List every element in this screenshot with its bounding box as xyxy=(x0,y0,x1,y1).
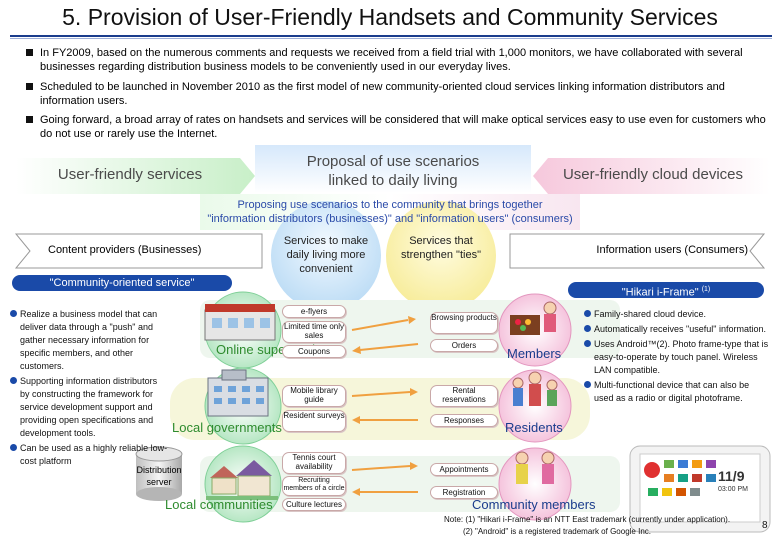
banner-center-line: Proposal of use scenarios xyxy=(306,153,480,170)
list-item: Automatically receives "useful" informat… xyxy=(584,323,770,336)
bullet-item: Going forward, a broad array of rates on… xyxy=(22,113,780,141)
list-item-text: Realize a business model that can delive… xyxy=(20,309,158,371)
banner-right-arrow xyxy=(533,158,770,194)
page-number: 8 xyxy=(762,520,768,531)
hikari-tag-text: "Hikari i-Frame" xyxy=(621,286,699,299)
bullet-dot xyxy=(584,340,591,347)
bullet-marker xyxy=(26,49,33,56)
bullet-dot xyxy=(10,444,17,451)
list-item: Can be used as a highly reliable low-cos… xyxy=(10,442,168,468)
list-item: Family-shared cloud device. xyxy=(584,308,770,321)
list-item-text: Family-shared cloud device. xyxy=(594,309,707,319)
device-clock-date: 11/9 xyxy=(718,468,745,484)
service-pill: Recruiting members of a circle xyxy=(282,476,346,496)
list-item: Supporting information distributors by c… xyxy=(10,375,168,440)
bullet-text: Going forward, a broad array of rates on… xyxy=(40,114,766,140)
footnote: (2) "Android" is a registered trademark … xyxy=(463,527,651,536)
reply-pill: Registration xyxy=(430,486,498,499)
circle-ties xyxy=(386,201,496,311)
service-pill: Resident surveys xyxy=(282,410,346,432)
provider-label-local-communities: Local communities xyxy=(165,497,273,512)
distribution-server-icon xyxy=(135,446,183,501)
proposing-line: "information distributors (businesses)" … xyxy=(207,213,573,225)
bullet-text: Scheduled to be launched in November 201… xyxy=(40,81,725,107)
circle-ties-label: Services that strengthen "ties" xyxy=(401,235,481,261)
service-pill: Mobile library guide xyxy=(282,385,346,407)
left-feature-list: Realize a business model that can delive… xyxy=(10,308,168,470)
supermarket-icon xyxy=(204,304,276,341)
proposal-band xyxy=(200,194,580,230)
distribution-server-label: Distribution server xyxy=(136,465,182,487)
community-houses-icon xyxy=(206,460,278,500)
hikari-iframe-device-icon xyxy=(629,445,771,533)
users-bar xyxy=(509,233,766,269)
consumer-label-residents: Residents xyxy=(505,420,563,435)
service-pill: Coupons xyxy=(282,345,346,358)
bullet-dot xyxy=(584,310,591,317)
users-label: Information users (Consumers) xyxy=(596,244,748,256)
hikari-tag-sup: (1) xyxy=(701,286,711,293)
bullet-dot xyxy=(584,325,591,332)
provider-label-local-governments: Local governments xyxy=(172,420,282,435)
bullet-marker xyxy=(26,83,33,90)
hikari-iframe-tag: "Hikari i-Frame" (1) xyxy=(568,282,764,299)
list-item-text: Can be used as a highly reliable low-cos… xyxy=(20,443,168,466)
list-item: Realize a business model that can delive… xyxy=(10,308,168,373)
footnote: Note: (1) "Hikari i-Frame" is an NTT Eas… xyxy=(444,515,731,524)
service-pill: Culture lectures xyxy=(282,498,346,511)
bullet-dot xyxy=(10,377,17,384)
flow-arrows xyxy=(351,316,419,496)
members-figures-icon xyxy=(510,301,557,335)
reply-pill: Responses xyxy=(430,414,498,427)
banner-center-label: Proposal of use scenarios linked to dail… xyxy=(255,152,531,190)
bullet-item: Scheduled to be launched in November 201… xyxy=(22,80,780,108)
providers-label: Content providers (Businesses) xyxy=(48,244,202,256)
list-item: Multi-functional device that can also be… xyxy=(584,379,770,405)
service-pill: e-flyers xyxy=(282,305,346,318)
residents-figures-icon xyxy=(512,371,558,406)
device-clock-time: 03:00 PM xyxy=(718,486,748,493)
list-item: Uses Android™(2). Photo frame-type that … xyxy=(584,338,770,377)
service-pill: Limited time only sales xyxy=(282,321,346,343)
bullet-dot xyxy=(10,310,17,317)
list-item-text: Supporting information distributors by c… xyxy=(20,376,158,438)
title-rule xyxy=(10,35,772,37)
banner-center-line: linked to daily living xyxy=(328,172,458,189)
reply-pill: Appointments xyxy=(430,463,498,476)
list-item-text: Automatically receives "useful" informat… xyxy=(594,324,766,334)
consumer-label-community-members: Community members xyxy=(472,497,596,512)
bullet-dot xyxy=(584,381,591,388)
reply-pill: Orders xyxy=(430,339,498,352)
proposing-line: Proposing use scenarios to the community… xyxy=(237,199,543,211)
list-item-text: Uses Android™(2). Photo frame-type that … xyxy=(594,339,769,375)
bullet-marker xyxy=(26,116,33,123)
circle-convenience xyxy=(271,201,381,311)
right-feature-list: Family-shared cloud device. Automaticall… xyxy=(584,308,770,407)
banner-left-arrow xyxy=(16,158,255,194)
circle-convenience-label: Services to make daily living more conve… xyxy=(283,235,369,275)
banner-center-box xyxy=(255,145,531,193)
consumer-label-members: Members xyxy=(507,346,562,361)
service-pill: Tennis court availability xyxy=(282,452,346,474)
reply-pill: Browsing products xyxy=(430,312,498,334)
government-building-icon xyxy=(207,369,269,417)
page-title: 5. Provision of User-Friendly Handsets a… xyxy=(62,4,718,30)
community-service-tag: "Community-oriented service" xyxy=(12,275,232,291)
providers-bar xyxy=(14,233,263,269)
bullet-item: In FY2009, based on the numerous comment… xyxy=(22,46,780,74)
bullet-text: In FY2009, based on the numerous comment… xyxy=(40,47,743,73)
community-members-figures-icon xyxy=(515,451,555,484)
banner-right-label: User-friendly cloud devices xyxy=(562,166,744,183)
reply-pill: Rental reservations xyxy=(430,385,498,407)
proposing-text: Proposing use scenarios to the community… xyxy=(170,198,610,226)
list-item-text: Multi-functional device that can also be… xyxy=(594,380,750,403)
banner-left-label: User-friendly services xyxy=(57,166,203,183)
title-rule-thin xyxy=(10,38,772,39)
